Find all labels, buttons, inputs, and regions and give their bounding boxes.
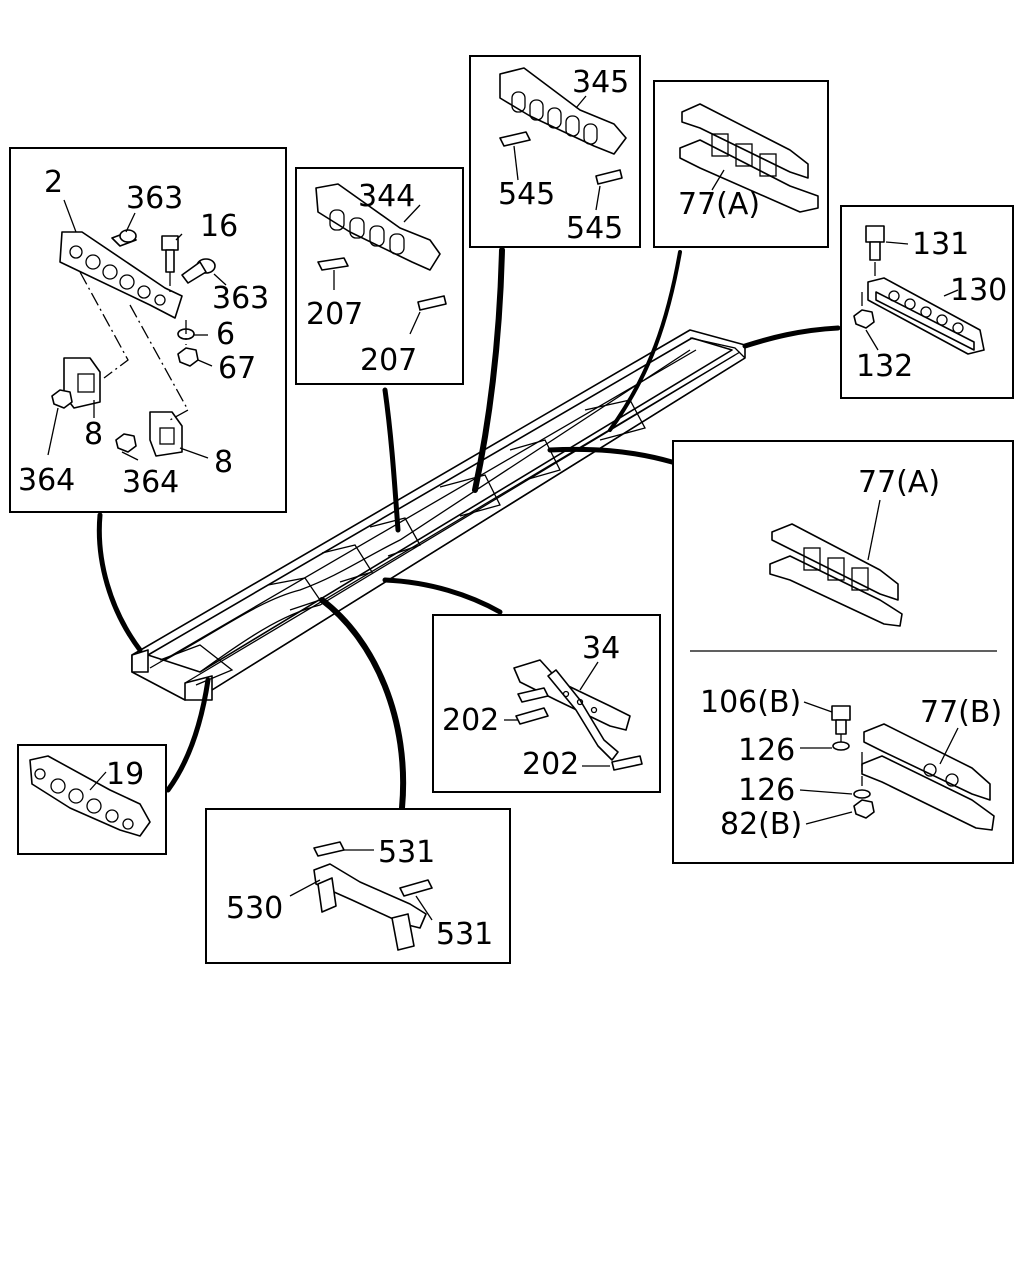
callout-531-lower: 531 xyxy=(436,917,493,952)
callout-202-upper: 202 xyxy=(442,703,499,738)
callout-364-right: 364 xyxy=(122,465,179,500)
callout-77a-top: 77(A) xyxy=(678,187,760,222)
callout-126-upper: 126 xyxy=(738,733,795,768)
callout-8-right: 8 xyxy=(214,445,233,480)
callout-344: 344 xyxy=(358,179,415,214)
callout-132: 132 xyxy=(856,349,913,384)
callout-16: 16 xyxy=(200,209,238,244)
box-cross-member-344: 344 207 207 xyxy=(295,167,464,385)
callout-19: 19 xyxy=(106,757,144,792)
callout-77a-right: 77(A) xyxy=(858,465,940,500)
callout-207-upper: 207 xyxy=(306,297,363,332)
connector-curves xyxy=(96,247,841,811)
callout-126-lower: 126 xyxy=(738,773,795,808)
box-cross-member-530: 531 530 531 xyxy=(205,808,511,964)
callout-207-lower: 207 xyxy=(360,343,417,378)
callout-2: 2 xyxy=(44,165,63,200)
callout-531-upper: 531 xyxy=(378,835,435,870)
box-cross-member-2: 2 363 16 363 6 67 8 8 364 364 xyxy=(9,147,287,513)
callout-364-left: 364 xyxy=(18,463,75,498)
box-cross-member-130: 131 130 132 xyxy=(840,205,1014,399)
callout-6: 6 xyxy=(216,317,235,352)
callout-545-left: 545 xyxy=(498,177,555,212)
callout-77b: 77(B) xyxy=(920,695,1002,730)
box-cross-member-19: 19 xyxy=(17,744,167,855)
callout-131: 131 xyxy=(912,227,969,262)
box-cross-member-77a-top: 77(A) xyxy=(653,80,829,248)
callout-363-upper: 363 xyxy=(126,181,183,216)
callout-8-left: 8 xyxy=(84,417,103,452)
callout-34: 34 xyxy=(582,631,620,666)
callout-106b: 106(B) xyxy=(700,685,801,720)
callout-202-lower: 202 xyxy=(522,747,579,782)
callout-130: 130 xyxy=(950,273,1007,308)
callout-530: 530 xyxy=(226,891,283,926)
box-cross-member-77-right: 77(A) 106(B) 77(B) 126 126 82(B) xyxy=(672,440,1014,864)
box-cross-member-345: 345 545 545 xyxy=(469,55,641,248)
callout-67: 67 xyxy=(218,351,256,386)
box-cross-member-34: 34 202 202 xyxy=(432,614,661,793)
callout-545-right: 545 xyxy=(566,211,623,246)
callout-345: 345 xyxy=(572,65,629,100)
callout-363-right: 363 xyxy=(212,281,269,316)
callout-82b: 82(B) xyxy=(720,807,802,842)
